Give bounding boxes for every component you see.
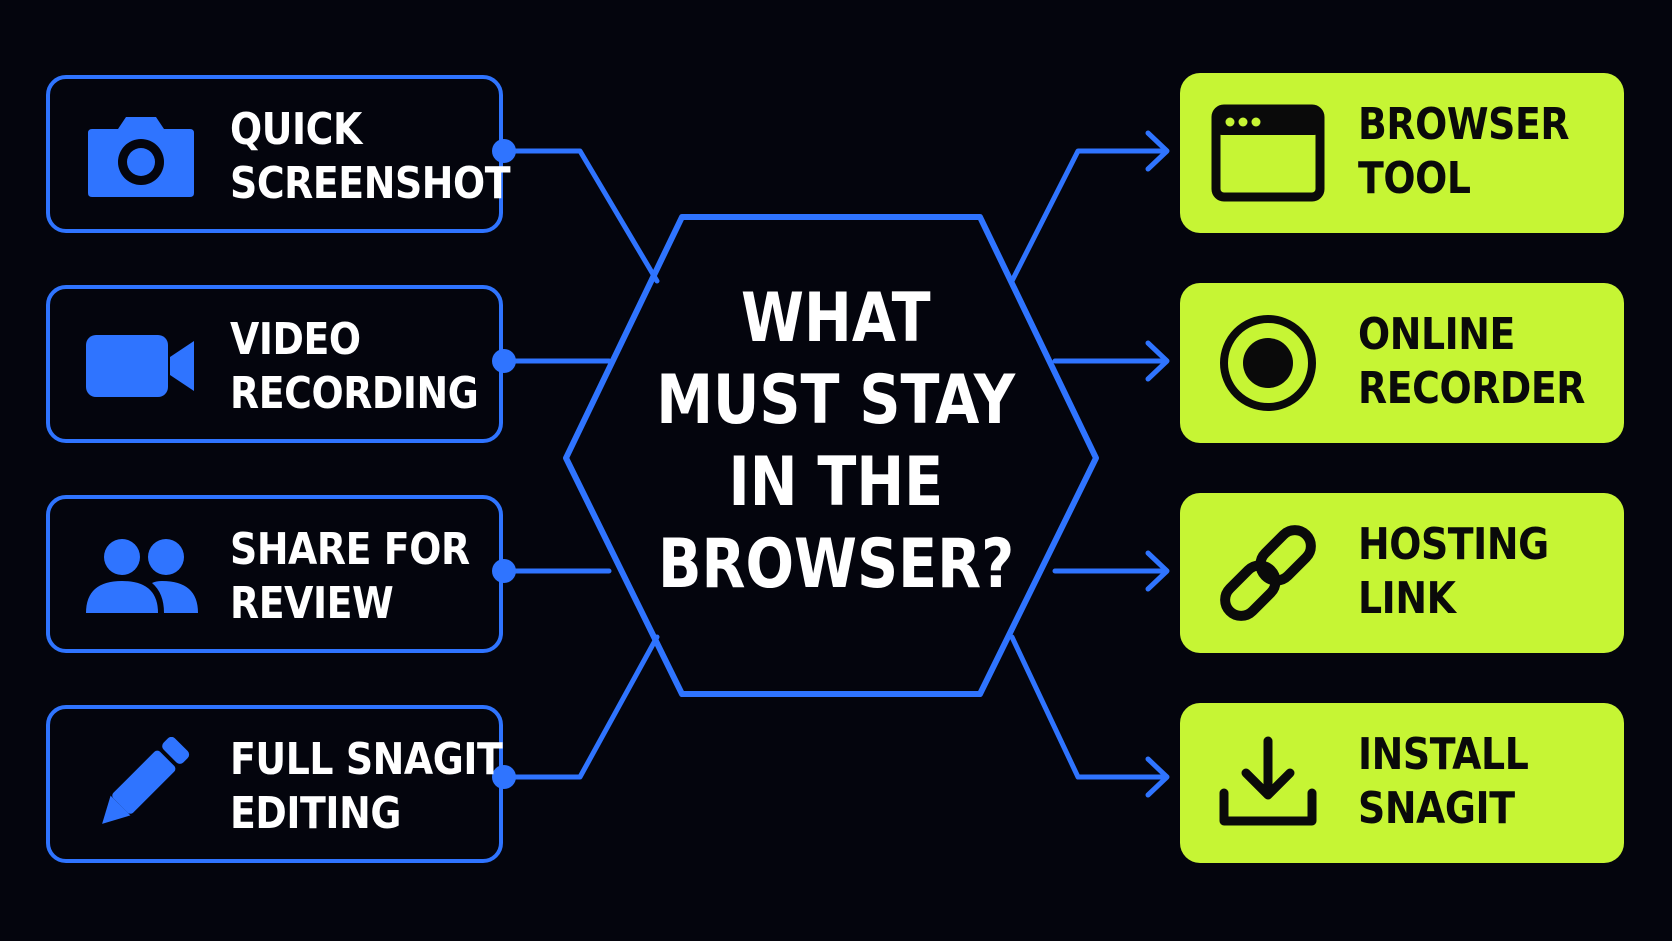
arrowhead-right-1 [1145, 130, 1170, 172]
record-icon [1220, 315, 1316, 411]
center-title-line: MUST STAY [656, 361, 1016, 440]
connector-dot-2 [492, 349, 516, 373]
people-icon [86, 539, 198, 613]
arrowhead-right-2 [1145, 340, 1170, 382]
browser-window-icon [1211, 104, 1325, 202]
label-line: QUICK [230, 104, 362, 155]
label-line: BROWSER [1358, 99, 1570, 150]
label-line: FULL SNAGIT [230, 734, 503, 785]
left-box-label: FULL SNAGIT EDITING [230, 733, 503, 841]
label-line: INSTALL [1358, 729, 1529, 780]
link-icon [1220, 525, 1316, 621]
connector-right-1 [1009, 148, 1168, 284]
label-line: SCREENSHOT [230, 158, 511, 209]
connector-dot-1 [492, 139, 516, 163]
pencil-icon [102, 737, 190, 824]
left-box-label: SHARE FOR REVIEW [230, 523, 470, 631]
connector-dot-4 [492, 765, 516, 789]
left-box-label: QUICK SCREENSHOT [230, 103, 511, 211]
label-line: LINK [1358, 573, 1456, 624]
label-line: SNAGIT [1358, 783, 1515, 834]
center-title-line: WHAT [741, 279, 931, 358]
label-line: SHARE FOR [230, 524, 470, 575]
right-box-label: HOSTING LINK [1358, 518, 1549, 626]
video-camera-icon [86, 335, 194, 397]
connector-dot-3 [492, 559, 516, 583]
label-line: RECORDER [1358, 363, 1586, 414]
right-box-online-recorder[interactable]: ONLINE RECORDER [1180, 283, 1624, 443]
label-line: TOOL [1358, 153, 1471, 204]
connector-left-4 [501, 634, 660, 780]
label-line: EDITING [230, 788, 401, 839]
center-hexagon [563, 214, 1099, 697]
label-line: REVIEW [230, 578, 394, 629]
connector-right-4 [1009, 634, 1168, 780]
label-line: RECORDING [230, 368, 479, 419]
label-line: ONLINE [1358, 309, 1515, 360]
download-icon [1219, 736, 1317, 826]
right-box-browser-tool[interactable]: BROWSER TOOL [1180, 73, 1624, 233]
right-box-hosting-link[interactable]: HOSTING LINK [1180, 493, 1624, 653]
center-title-line: BROWSER? [657, 525, 1015, 604]
right-box-install-snagit[interactable]: INSTALL SNAGIT [1180, 703, 1624, 863]
label-line: HOSTING [1358, 519, 1549, 570]
center-title-line: IN THE [728, 443, 944, 522]
right-box-label: BROWSER TOOL [1358, 98, 1570, 206]
connector-left-1 [501, 148, 660, 284]
right-box-label: ONLINE RECORDER [1358, 308, 1585, 416]
arrowhead-right-4 [1145, 756, 1170, 798]
left-box-full-snagit-editing[interactable]: FULL SNAGIT EDITING [46, 705, 503, 863]
camera-icon [88, 117, 194, 197]
left-box-video-recording[interactable]: VIDEO RECORDING [46, 285, 503, 443]
arrowhead-right-3 [1145, 550, 1170, 592]
right-box-label: INSTALL SNAGIT [1358, 728, 1529, 836]
label-line: VIDEO [230, 314, 361, 365]
center-title: WHAT MUST STAY IN THE BROWSER? [600, 278, 1072, 606]
left-box-share-for-review[interactable]: SHARE FOR REVIEW [46, 495, 503, 653]
left-box-quick-screenshot[interactable]: QUICK SCREENSHOT [46, 75, 511, 233]
left-box-label: VIDEO RECORDING [230, 313, 479, 421]
